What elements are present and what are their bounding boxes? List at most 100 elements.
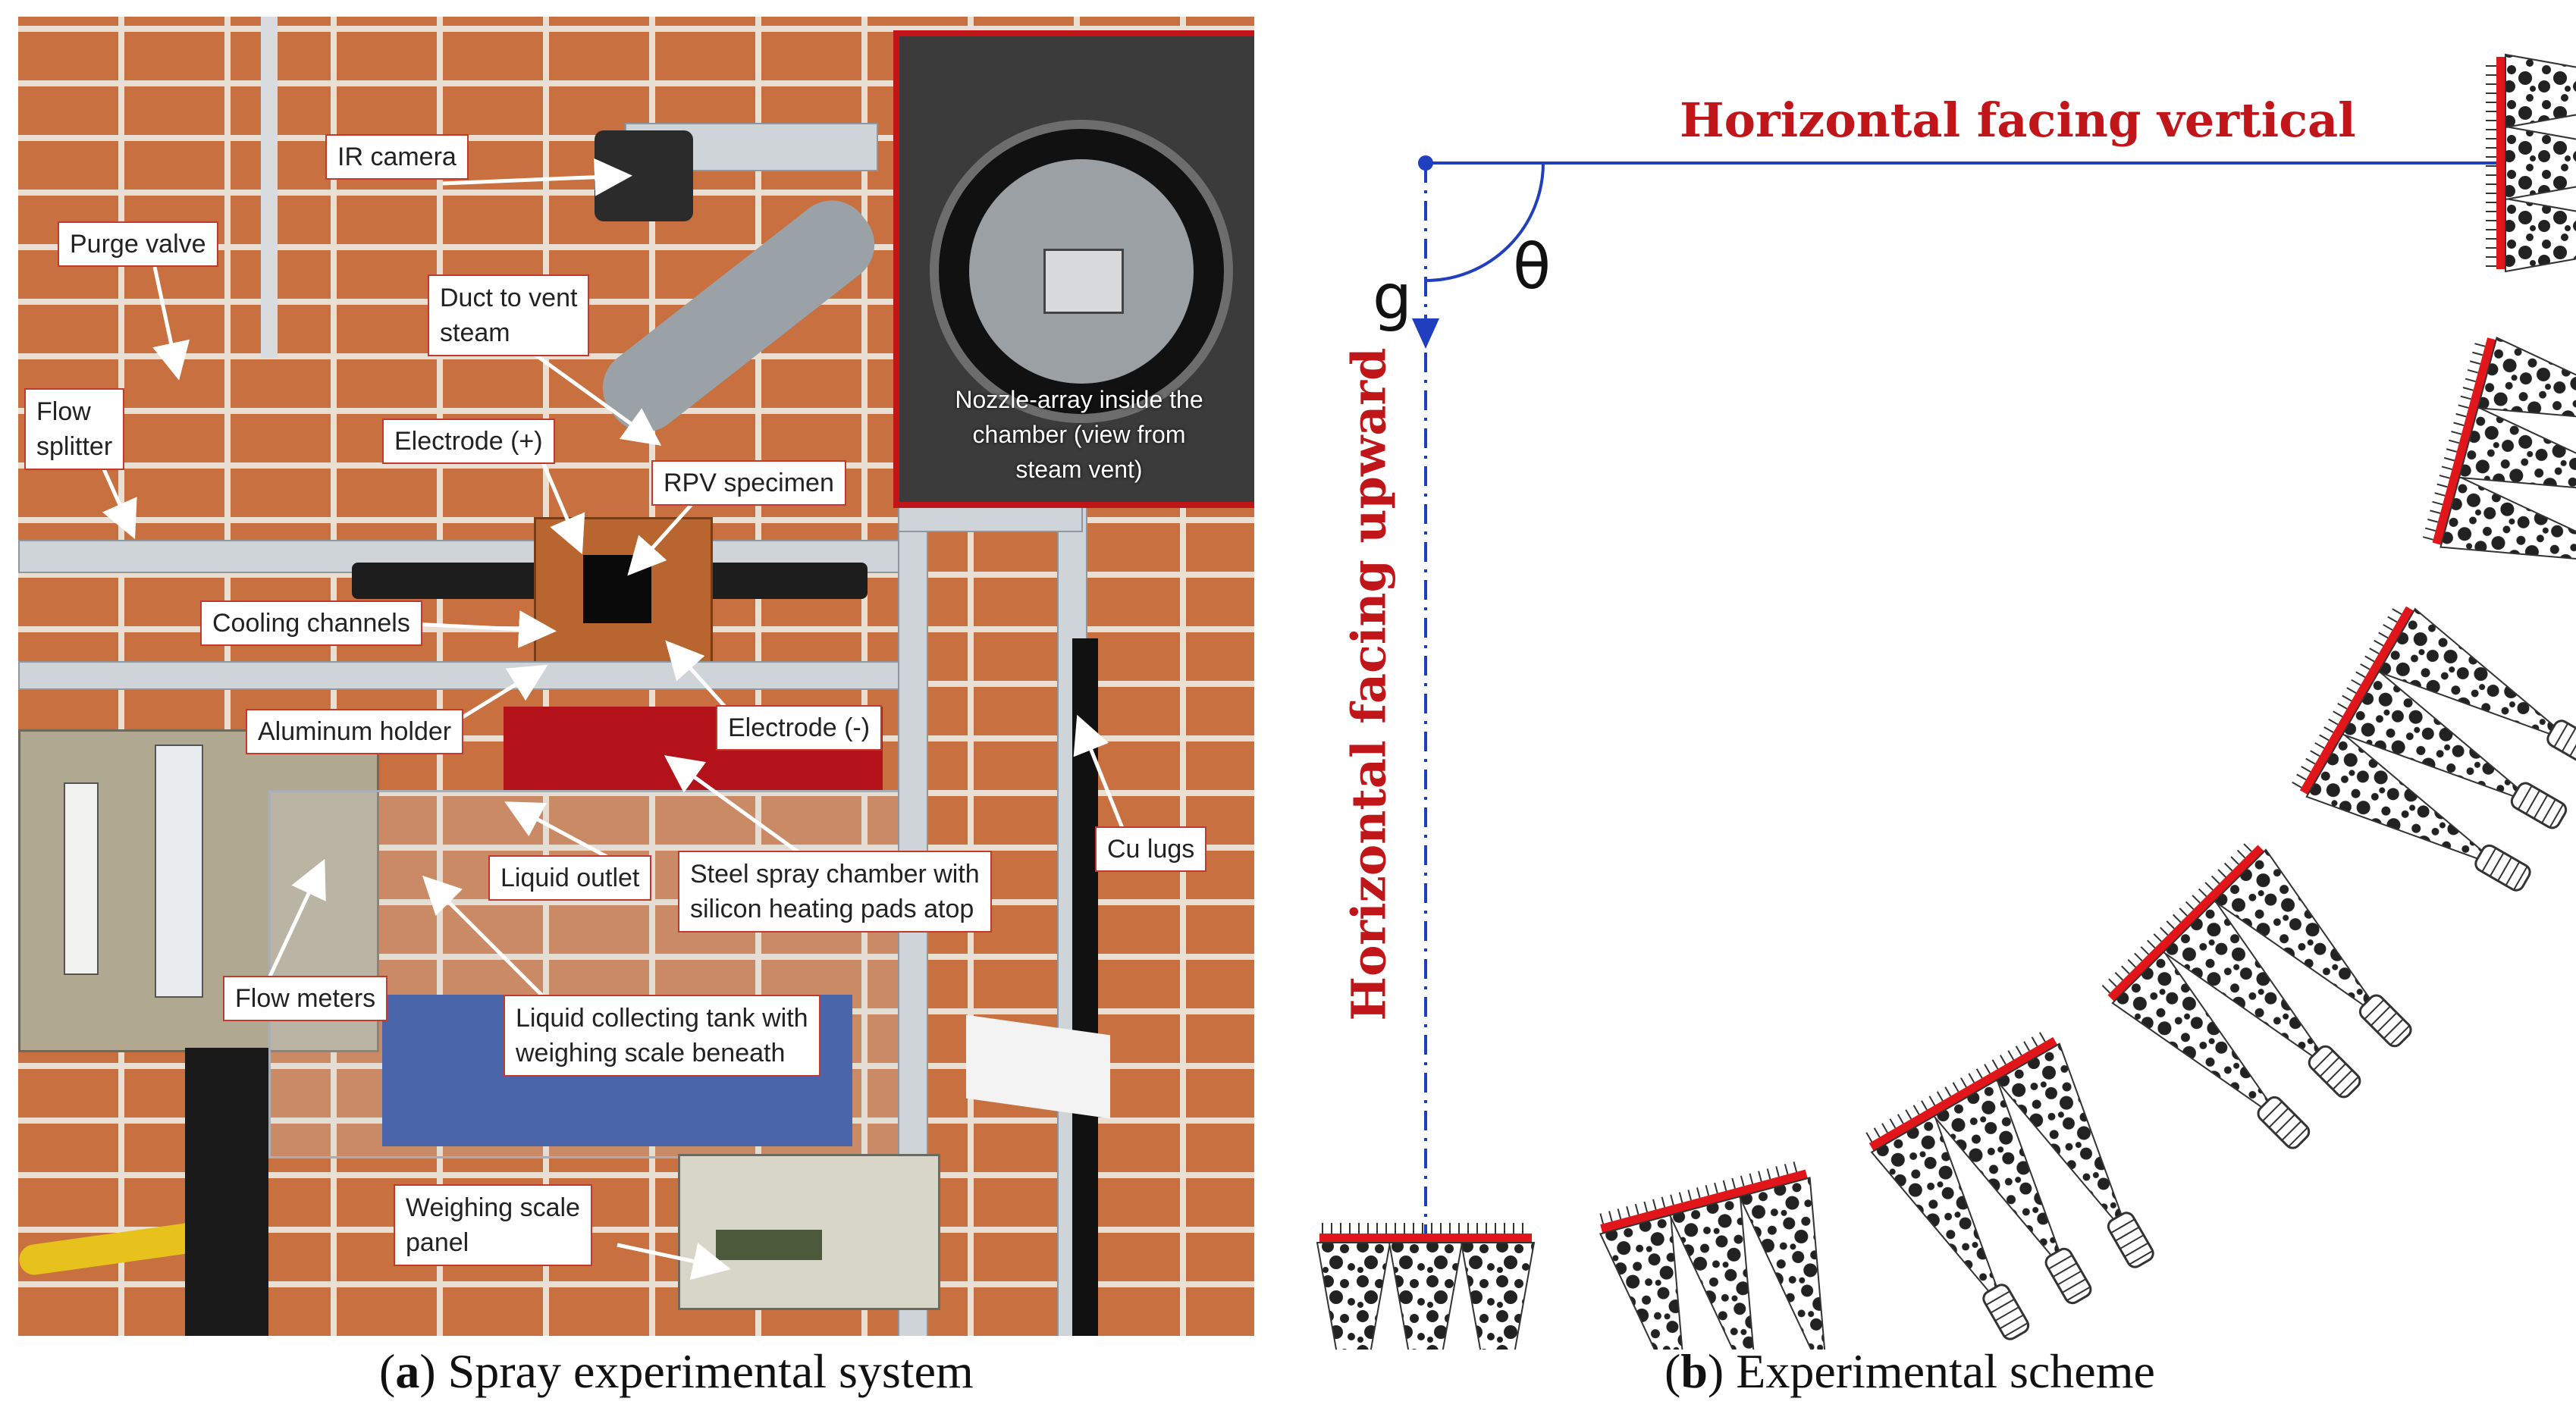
callout-text: Electrode (+) — [394, 427, 543, 456]
callout-spray-chamber: Steel spray chamber with silicon heating… — [678, 851, 992, 933]
nozzle-ribs — [2553, 723, 2576, 766]
arrow-ir-camera — [442, 158, 632, 196]
callout-aluminum-holder: Aluminum holder — [246, 709, 464, 754]
spray-cone — [2505, 53, 2576, 129]
callout-text: Electrode (-) — [728, 713, 871, 742]
caption-a: (a) Spray experimental system — [379, 1344, 974, 1398]
callout-electrode-neg: Electrode (-) — [716, 705, 883, 751]
callout-weighing-scale: Weighing scale panel — [394, 1184, 592, 1266]
callout-text: Aluminum holder — [258, 717, 452, 746]
callout-text: splitter — [36, 432, 113, 461]
callout-text: silicon heating pads atop — [690, 895, 974, 923]
nozzle-unit — [2422, 336, 2576, 564]
nozzle-ribs — [2364, 999, 2411, 1046]
nozzle-unit — [1865, 1032, 2154, 1340]
spray-cone — [1460, 1242, 1536, 1417]
callout-arrows — [99, 158, 1128, 1281]
nozzle-ribs — [2481, 848, 2528, 891]
caption-b: (b) Experimental scheme — [1665, 1344, 2155, 1398]
arrow-tank — [422, 875, 551, 1004]
caption-b-text: Experimental scheme — [1724, 1344, 2155, 1398]
spray-cone — [2505, 197, 2576, 273]
callout-ir-camera: IR camera — [325, 134, 469, 180]
spray-cone — [2505, 125, 2576, 201]
spray-system-photo: Nozzle-array inside the chamber (view fr… — [18, 17, 1254, 1336]
callout-purge-valve: Purge valve — [58, 221, 218, 267]
arrow-liquid-outlet — [504, 801, 611, 861]
spray-cone — [2477, 336, 2576, 425]
surface-ticks — [2101, 843, 2252, 994]
heated-surface — [2107, 845, 2264, 1002]
nozzle-icon — [1982, 1284, 2030, 1340]
callout-text: Duct to vent — [440, 284, 578, 312]
arrow-cu-lugs — [1073, 714, 1128, 836]
callout-rpv-specimen: RPV specimen — [651, 460, 846, 506]
callout-liquid-outlet: Liquid outlet — [488, 855, 652, 901]
nozzle-ribs — [2517, 785, 2565, 829]
callout-text: steam — [440, 318, 510, 347]
caption-a-letter: a — [395, 1344, 420, 1398]
spray-cone — [2458, 406, 2576, 494]
arrow-flow-splitter — [99, 462, 137, 540]
surface-ticks — [1599, 1161, 1798, 1224]
nozzle-icon — [2308, 1045, 2361, 1099]
nozzle-unit — [2486, 53, 2576, 273]
spray-cone — [1738, 1177, 1827, 1362]
spray-cone — [1316, 1242, 1392, 1417]
heated-surface — [2496, 57, 2505, 269]
nozzle-icon — [2474, 844, 2531, 892]
heated-surface — [1600, 1169, 1808, 1234]
spray-cone — [1388, 1242, 1464, 1417]
nozzle-icon — [2358, 994, 2412, 1048]
nozzle-unit — [2101, 843, 2412, 1149]
scale-display — [716, 1230, 822, 1260]
nozzle-unit — [2292, 606, 2576, 892]
nozzle-icon — [2257, 1096, 2311, 1149]
callout-text: weighing scale beneath — [516, 1039, 786, 1067]
theta-arc — [1425, 162, 1545, 282]
nozzle-unit — [1599, 1161, 1848, 1417]
callout-flow-splitter: Flow splitter — [24, 388, 125, 470]
callout-electrode-pos: Electrode (+) — [382, 419, 555, 464]
callout-text: Flow — [36, 397, 91, 426]
callout-text: Liquid outlet — [500, 864, 640, 892]
callout-text: Steel spray chamber with — [690, 860, 980, 889]
surface-ticks — [1865, 1032, 2046, 1143]
arrow-chamber — [664, 755, 808, 861]
surface-ticks — [2292, 608, 2402, 788]
nozzle-icon — [2107, 1212, 2154, 1268]
callout-text: IR camera — [337, 143, 457, 171]
inset-caption: Nozzle-array inside the chamber (view fr… — [955, 386, 1203, 483]
callout-text: Weighing scale — [406, 1193, 580, 1222]
arrow-duct — [517, 340, 662, 446]
pipe-vertical — [261, 17, 278, 358]
surface-ticks — [2486, 65, 2496, 267]
nozzle-ribs — [2047, 1254, 2091, 1302]
callout-flow-meters: Flow meters — [223, 976, 388, 1021]
dark-corner — [185, 1048, 268, 1336]
gravity-arrow-head — [1412, 318, 1439, 349]
nozzle-array-positions — [1316, 53, 2576, 1417]
callout-text: Purge valve — [70, 230, 206, 259]
callout-text: Cooling channels — [212, 609, 410, 638]
callout-collecting-tank: Liquid collecting tank with weighing sca… — [504, 995, 820, 1077]
heated-surface — [1868, 1036, 2058, 1152]
callout-cooling-channels: Cooling channels — [200, 600, 422, 646]
caption-b-letter: b — [1680, 1344, 1708, 1398]
nozzle-icon — [2546, 719, 2576, 767]
gravity-symbol: g — [1373, 262, 1413, 334]
surface-ticks — [2422, 343, 2486, 541]
theta-symbol: θ — [1513, 231, 1552, 303]
flow-meter-tube-1 — [64, 782, 99, 975]
callout-text: RPV specimen — [664, 469, 834, 497]
callout-text: Liquid collecting tank with — [516, 1004, 808, 1033]
nozzle-icon — [2044, 1247, 2092, 1305]
arrow-flow-meters — [266, 858, 326, 981]
nozzle-ribs — [2262, 1101, 2308, 1148]
spray-cone — [2440, 475, 2576, 564]
arrow-purge-valve — [152, 266, 190, 381]
nozzle-unit — [1316, 1223, 1536, 1417]
caption-a-text: Spray experimental system — [435, 1344, 974, 1398]
nozzle-ribs — [2313, 1050, 2360, 1097]
nozzle-ribs — [2110, 1218, 2154, 1265]
